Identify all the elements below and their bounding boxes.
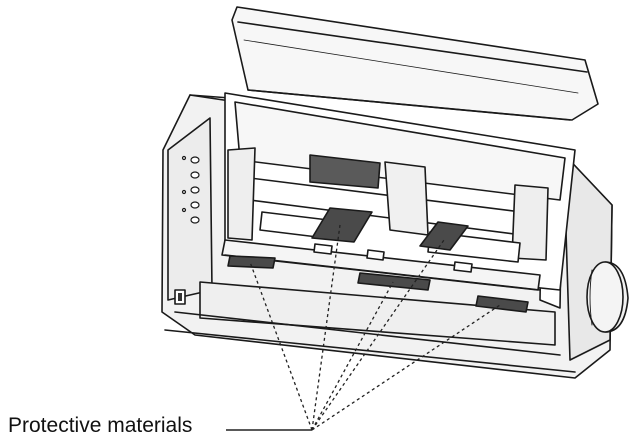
leader-line-3 bbox=[311, 281, 394, 431]
power-switch-icon bbox=[174, 289, 186, 305]
leader-line-4 bbox=[311, 239, 445, 431]
callout-leader-lines bbox=[249, 224, 501, 431]
top-cover-edge bbox=[247, 89, 571, 121]
protective-material-5 bbox=[475, 295, 529, 313]
print-head-top bbox=[309, 154, 381, 189]
protective-material-1 bbox=[227, 255, 276, 269]
right-mechanism bbox=[511, 184, 549, 261]
paper-guide-lower bbox=[224, 254, 541, 291]
top-cover-inner bbox=[243, 39, 579, 94]
panel-button-icon bbox=[181, 155, 200, 224]
leader-line-2 bbox=[311, 224, 341, 431]
front-base-line bbox=[164, 329, 576, 373]
interior-back-wall bbox=[234, 101, 566, 201]
print-head-carriage bbox=[384, 161, 429, 236]
platen-knob-icon bbox=[586, 261, 629, 333]
front-panel bbox=[199, 281, 556, 346]
protective-material-2 bbox=[311, 207, 373, 243]
guide-tab-left bbox=[313, 243, 333, 255]
control-panel-area bbox=[167, 117, 213, 301]
leader-line-5 bbox=[311, 304, 501, 431]
left-mechanism bbox=[227, 147, 256, 241]
front-bottom-line bbox=[174, 311, 561, 356]
top-cover bbox=[231, 6, 599, 121]
protective-material-4 bbox=[419, 221, 469, 251]
top-cover-fold bbox=[237, 21, 588, 73]
guide-tab-right bbox=[453, 261, 473, 273]
callout-label: Protective materials bbox=[8, 414, 193, 437]
guide-tab-center bbox=[366, 249, 385, 261]
